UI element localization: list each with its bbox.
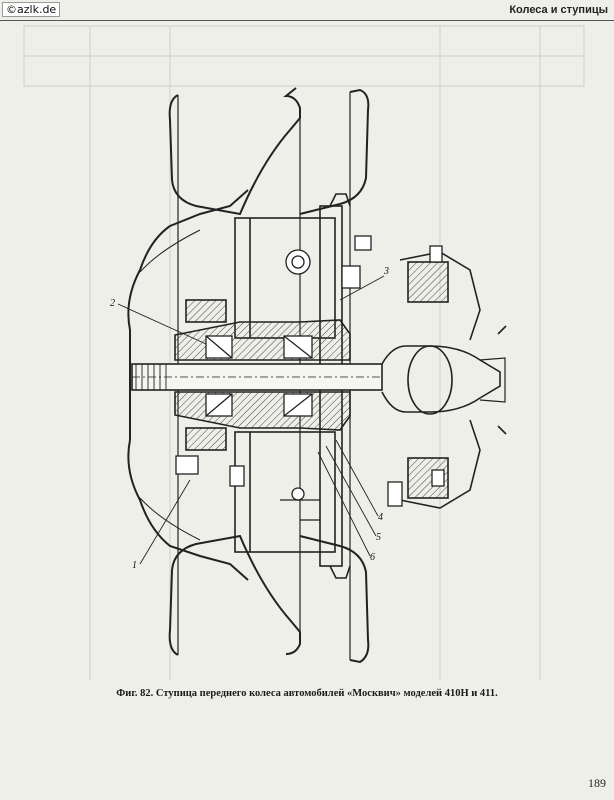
wheel-bearings [205, 335, 313, 417]
callout-2: 2 [110, 298, 115, 309]
header-rule [0, 20, 614, 21]
cv-joint [381, 251, 507, 509]
hub-cross-section-drawing: 1 2 3 4 5 6 [23, 25, 585, 680]
callout-6: 6 [370, 552, 375, 563]
watermark-label: ©azlk.de [2, 2, 61, 17]
bleed-through-table [23, 25, 585, 680]
axle-shaft [131, 363, 383, 391]
callout-labels: 1 2 3 4 5 6 [110, 266, 389, 571]
callout-3: 3 [383, 266, 389, 277]
callout-leaders [117, 275, 385, 565]
fasteners [175, 235, 445, 521]
callout-5: 5 [376, 532, 381, 543]
figure-caption: Фиг. 82. Ступица переднего колеса автомо… [116, 688, 498, 699]
callout-4: 4 [378, 512, 383, 523]
callout-1: 1 [132, 560, 137, 571]
page-number: 189 [588, 776, 606, 790]
running-head: Колеса и ступицы [509, 4, 608, 16]
